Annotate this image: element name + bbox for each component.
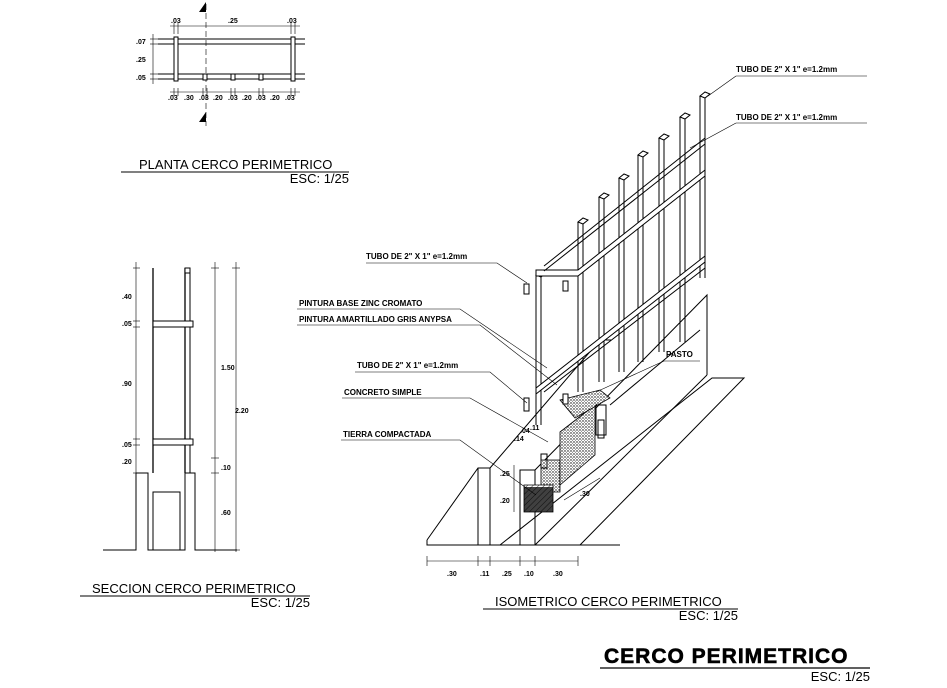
iso-dim-misc-6: .30	[580, 491, 590, 498]
plan-dim-bottom-8: .20	[270, 95, 280, 102]
iso-dim-misc-2: .14	[514, 436, 524, 443]
iso-dim-bottom-2: .11	[480, 571, 489, 578]
plan-scale: ESC: 1/25	[290, 171, 349, 186]
iso-dim-misc-5: .20	[500, 498, 510, 505]
plan-dim-bottom-6: .20	[242, 95, 252, 102]
isometric-view: TUBO DE 2" X 1" e=1.2mm TUBO DE 2" X 1" …	[297, 65, 867, 623]
iso-title: ISOMETRICO CERCO PERIMETRICO	[495, 594, 722, 609]
iso-label-tube-top-1: TUBO DE 2" X 1" e=1.2mm	[736, 65, 837, 74]
iso-dim-bottom-1: .30	[447, 571, 457, 578]
section-dim-left-2: .05	[122, 321, 132, 328]
iso-dim-misc-4: .25	[500, 471, 510, 478]
iso-dim-bottom-3: .25	[502, 571, 512, 578]
plan-dim-bottom-2: .30	[184, 95, 194, 102]
plan-dim-bottom-5: .03	[228, 95, 238, 102]
iso-label-tube-low: TUBO DE 2" X 1" e=1.2mm	[357, 361, 458, 370]
plan-title: PLANTA CERCO PERIMETRICO	[139, 157, 332, 172]
iso-label-tube-mid: TUBO DE 2" X 1" e=1.2mm	[366, 252, 467, 261]
plan-dim-bottom-7: .03	[256, 95, 266, 102]
plan-dim-left-3: .05	[136, 75, 146, 82]
iso-label-grass: PASTO	[666, 350, 693, 359]
plan-dim-top-2: .25	[228, 18, 238, 25]
section-view: .40 .05 .90 .05 .20 1.50 .10 .60 2.20 SE…	[80, 262, 310, 610]
plan-dim-top-1: .03	[171, 18, 181, 25]
plan-dim-bottom-9: .03	[285, 95, 295, 102]
section-dim-left-1: .40	[122, 294, 132, 301]
plan-view: .03 .25 .03 .07 .25 .05 .03 .30 .03 .20 …	[121, 2, 349, 186]
plan-dim-left-2: .25	[136, 57, 146, 64]
section-scale: ESC: 1/25	[251, 595, 310, 610]
section-dim-left-3: .90	[122, 381, 132, 388]
iso-label-paint-base: PINTURA BASE ZINC CROMATO	[299, 299, 422, 308]
iso-scale: ESC: 1/25	[679, 608, 738, 623]
plan-dim-left-1: .07	[136, 39, 146, 46]
section-dim-mid-2: .10	[221, 465, 231, 472]
iso-dim-misc-1: .04	[520, 428, 530, 435]
main-title: CERCO PERIMETRICO	[604, 645, 849, 668]
iso-label-concrete: CONCRETO SIMPLE	[344, 388, 422, 397]
iso-dim-bottom-4: .10	[524, 571, 534, 578]
plan-dim-bottom-1: .03	[168, 95, 178, 102]
iso-label-soil: TIERRA COMPACTADA	[343, 430, 432, 439]
main-title-block: CERCO PERIMETRICO ESC: 1/25	[600, 645, 870, 684]
section-dim-left-4: .05	[122, 442, 132, 449]
section-dim-left-5: .20	[122, 459, 132, 466]
main-scale: ESC: 1/25	[811, 669, 870, 684]
plan-dim-bottom-3: .03	[199, 95, 209, 102]
iso-dim-bottom-5: .30	[553, 571, 563, 578]
section-title: SECCION CERCO PERIMETRICO	[92, 581, 296, 596]
plan-dim-bottom-4: .20	[213, 95, 223, 102]
iso-dim-misc-3: .11	[530, 425, 539, 432]
section-dim-mid-1: 1.50	[221, 365, 235, 372]
iso-label-tube-top-2: TUBO DE 2" X 1" e=1.2mm	[736, 113, 837, 122]
plan-dim-top-3: .03	[287, 18, 297, 25]
section-dim-mid-3: .60	[221, 510, 231, 517]
iso-label-paint-top: PINTURA AMARTILLADO GRIS ANYPSA	[299, 315, 452, 324]
section-dim-total: 2.20	[235, 408, 249, 415]
